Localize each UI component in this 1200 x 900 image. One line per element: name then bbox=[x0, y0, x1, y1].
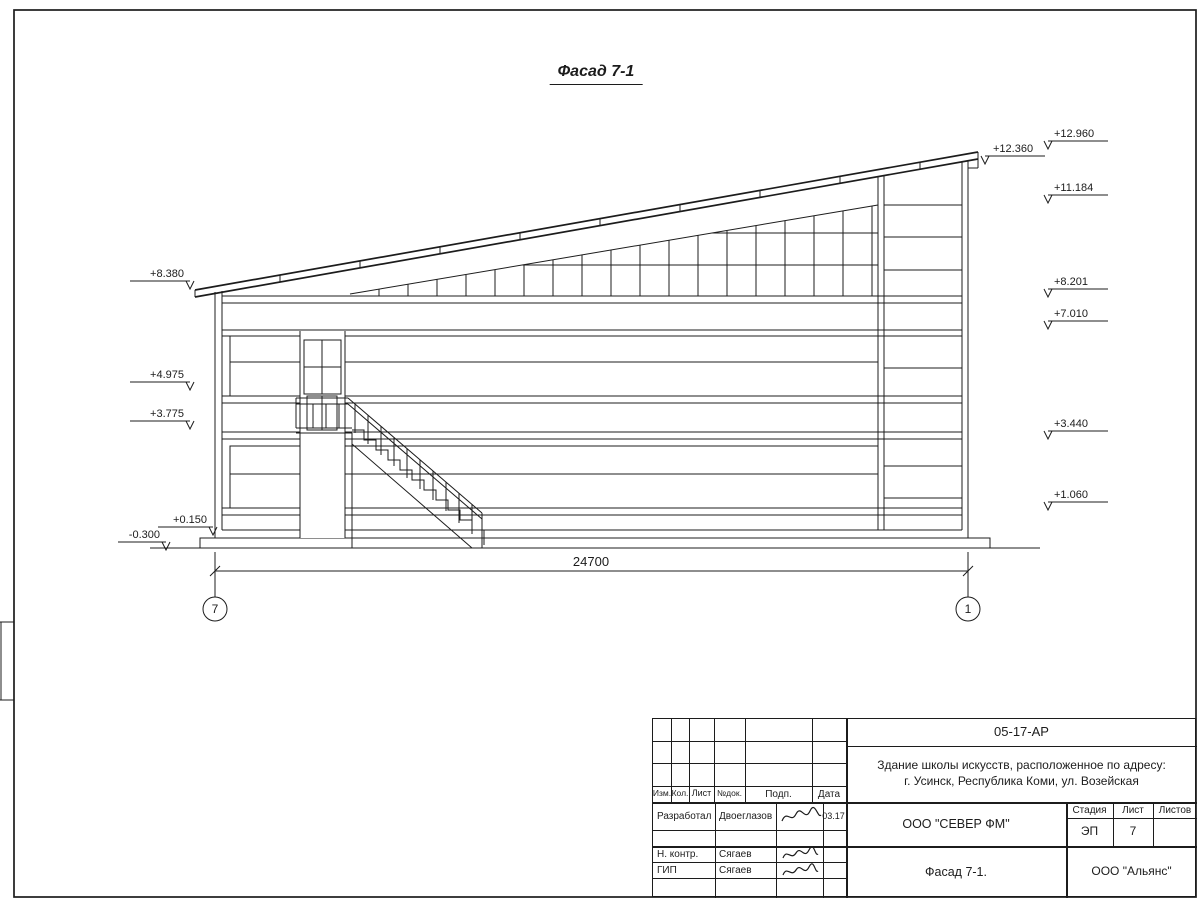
doc-number: 05-17-АР bbox=[994, 724, 1049, 740]
facade-elevation bbox=[150, 151, 1040, 549]
col-list: Лист bbox=[691, 788, 712, 799]
elevation-marks-left: +8.380 +4.975 +3.775 +0.150 -0.300 bbox=[118, 268, 218, 552]
grid-axes bbox=[202, 596, 981, 622]
stage-label: Стадия bbox=[1072, 804, 1107, 816]
contractor-name: ООО "Альянс" bbox=[1091, 864, 1172, 879]
elevation-left-0: +8.380 bbox=[150, 268, 184, 280]
elevation-right-4: +7.010 bbox=[1054, 308, 1088, 320]
row-gip-role: ГИП bbox=[657, 864, 677, 876]
col-data: Дата bbox=[817, 788, 841, 800]
sheets-total bbox=[1153, 818, 1197, 846]
louver-section bbox=[877, 176, 962, 530]
signature-gip bbox=[782, 863, 819, 876]
row-razrabotal-date: 03.17 bbox=[822, 811, 845, 822]
view-title: Фасад 7-1 bbox=[549, 63, 643, 85]
elevation-right-3: +8.201 bbox=[1054, 276, 1088, 288]
project-line2: г. Усинск, Республика Коми, ул. Возейска… bbox=[904, 774, 1139, 788]
stage-value: ЭП bbox=[1080, 824, 1099, 839]
sheet-number: 7 bbox=[1129, 824, 1137, 839]
sheet-frame bbox=[0, 9, 1197, 898]
project-name: Здание школы искусств, расположенное по … bbox=[846, 746, 1197, 802]
title-block: Изм. Кол. Лист №док. Подп. Дата Разработ… bbox=[652, 718, 1197, 898]
row-razrabotal-role: Разработал bbox=[657, 810, 712, 822]
elevation-right-6: +1.060 bbox=[1054, 489, 1088, 501]
col-podp: Подп. bbox=[765, 788, 792, 800]
dimension-value: 24700 bbox=[573, 554, 609, 569]
col-kol: Кол. bbox=[671, 788, 689, 799]
axis-label-7: 7 bbox=[212, 602, 219, 616]
elevation-left-1: +4.975 bbox=[150, 369, 184, 381]
col-izm: Изм. bbox=[653, 788, 671, 799]
elevation-right-0: +12.360 bbox=[993, 143, 1033, 155]
stair-tower bbox=[299, 331, 346, 538]
signature-razrabotal bbox=[781, 806, 822, 822]
project-line1: Здание школы искусств, расположенное по … bbox=[877, 758, 1166, 773]
row-nkontr-name: Сягаев bbox=[719, 848, 752, 860]
company-name: ООО "СЕВЕР ФМ" bbox=[902, 816, 1010, 831]
elevation-right-2: +11.184 bbox=[1054, 182, 1093, 194]
dimension-line bbox=[209, 552, 974, 597]
exterior-stair bbox=[295, 397, 485, 549]
drawing-name: Фасад 7-1. bbox=[925, 864, 987, 879]
col-ndok: №док. bbox=[717, 788, 742, 799]
elevation-left-3: +0.150 bbox=[173, 514, 207, 526]
row-nkontr-role: Н. контр. bbox=[657, 848, 699, 860]
axis-label-1: 1 bbox=[965, 602, 972, 616]
elevation-left-2: +3.775 bbox=[150, 408, 184, 420]
elevation-right-1: +12.960 bbox=[1054, 128, 1094, 140]
row-gip-name: Сягаев bbox=[719, 864, 752, 876]
elevation-right-5: +3.440 bbox=[1054, 418, 1088, 430]
signature-nkontr bbox=[782, 846, 819, 859]
sheet-label: Лист bbox=[1122, 804, 1144, 816]
row-razrabotal-name: Двоеглазов bbox=[719, 810, 773, 822]
elevation-left-4: -0.300 bbox=[129, 529, 160, 541]
sheets-label: Листов bbox=[1158, 804, 1192, 816]
elevation-marks-right: +12.360 +12.960 +11.184 +8.201 +7.010 +3… bbox=[980, 128, 1108, 512]
